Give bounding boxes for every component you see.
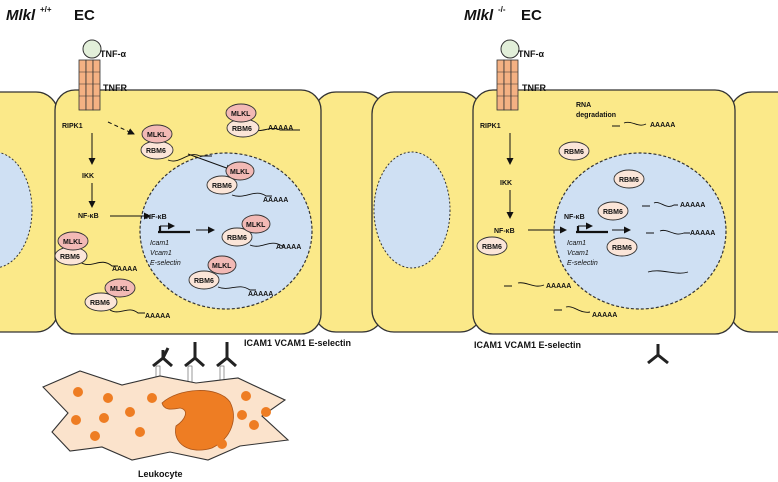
right-rna-cytoplasm-2-tail: AAAAA	[592, 312, 617, 319]
right-rbm6-nucleus-2	[597, 201, 629, 221]
left-complex-upper-mid: RBM6 MLKL	[140, 124, 212, 162]
left-panel: Mlkl +/+ EC TNF-α TNFR RIPK1 IKK NF-κB	[0, 5, 385, 479]
svg-text:AAAAA: AAAAA	[112, 266, 137, 273]
right-rna-cytoplasm-1-tail: AAAAA	[546, 283, 571, 290]
rna-degradation-label-line2: degradation	[576, 112, 616, 119]
right-gene-vcam1: Vcam1	[567, 250, 589, 257]
svg-text:AAAAA: AAAAA	[276, 244, 301, 251]
svg-text:RBM6: RBM6	[90, 300, 110, 307]
leukocyte-nucleus	[161, 390, 234, 451]
left-cell-type: EC	[74, 7, 95, 24]
right-genotype: -/-	[498, 5, 506, 14]
right-tnfr-receptor	[496, 59, 519, 111]
svg-text:RBM6: RBM6	[146, 148, 166, 155]
svg-text:MLKL: MLKL	[147, 132, 167, 139]
left-neighbor-nucleus	[0, 152, 33, 268]
degraded-rna-top-tail: AAAAA	[650, 122, 675, 129]
leukocyte-granules	[71, 387, 271, 449]
left-complex-nucleus-3: AAAAA RBM6 MLKL	[188, 255, 273, 298]
right-gene-promoter	[576, 226, 608, 234]
left-adhesion-label: ICAM1 VCAM1 E-selectin	[244, 338, 351, 348]
svg-text:RBM6: RBM6	[212, 183, 232, 190]
svg-text:MLKL: MLKL	[231, 111, 251, 118]
svg-text:RBM6: RBM6	[194, 278, 214, 285]
right-nuclear-nfkb-label: NF-κB	[564, 214, 585, 221]
right-rna-nucleus-1	[642, 201, 678, 207]
right-rna-cytoplasm-2	[554, 306, 591, 313]
right-rbm6-nucleus-3-label: RBM6	[612, 245, 632, 252]
right-rbm6-cytoplasm-left-label: RBM6	[482, 244, 502, 251]
left-gene-vcam1: Vcam1	[150, 250, 172, 257]
leukocyte-cell	[42, 370, 290, 461]
right-rna-nucleus-2	[646, 229, 690, 235]
right-rbm6-nucleus-1	[613, 169, 645, 189]
right-rna-nucleus-2-tail: AAAAA	[690, 230, 715, 237]
svg-text:RBM6: RBM6	[227, 235, 247, 242]
right-ripk1-label: RIPK1	[480, 123, 501, 130]
left-genotype: +/+	[40, 5, 52, 14]
left-complex-top: AAAAA RBM6 MLKL	[225, 103, 300, 138]
right-right-neighbor-cell	[729, 91, 778, 333]
right-nucleus	[553, 152, 727, 310]
right-nfkb-label: NF-κB	[494, 228, 515, 235]
right-rbm6-cytoplasm-top-label: RBM6	[564, 149, 584, 156]
right-rbm6-cytoplasm-left	[476, 236, 508, 256]
svg-text:MLKL: MLKL	[230, 169, 250, 176]
left-ikk-label: IKK	[82, 173, 94, 180]
svg-text:AAAAA: AAAAA	[145, 313, 170, 320]
left-complex-lower-2: AAAAA RBM6 MLKL	[84, 278, 170, 320]
right-rbm6-nucleus-3	[606, 237, 638, 257]
left-ripk1-label: RIPK1	[62, 123, 83, 130]
right-tnf-label: TNF-α	[518, 49, 544, 59]
svg-text:RBM6: RBM6	[60, 254, 80, 261]
left-tnf-label: TNF-α	[100, 49, 126, 59]
right-rna-nucleus-3	[647, 270, 689, 274]
right-tnfr-label: TNFR	[522, 83, 546, 93]
svg-text:MLKL: MLKL	[110, 286, 130, 293]
right-tnf-ligand	[500, 39, 520, 59]
left-gene-icam1: Icam1	[150, 240, 169, 247]
left-tnfr-receptor	[78, 59, 101, 111]
left-gene-eselectin: E-selectin	[150, 260, 181, 267]
right-rna-nucleus-1-tail: AAAAA	[680, 202, 705, 209]
rna-degradation-label-line1: RNA	[576, 102, 591, 109]
svg-text:RBM6: RBM6	[232, 126, 252, 133]
left-nfkb-label: NF-κB	[78, 213, 99, 220]
right-rbm6-nucleus-2-label: RBM6	[603, 209, 623, 216]
leukocyte-label: Leukocyte	[138, 469, 183, 479]
left-complex-nucleus-2: AAAAA RBM6 MLKL	[221, 214, 301, 251]
right-gene-icam1: Icam1	[567, 240, 586, 247]
left-arrow-mlkl-nucleus	[187, 153, 233, 172]
right-gene-title: Mlkl	[464, 7, 494, 24]
svg-text:AAAAA: AAAAA	[268, 125, 293, 132]
svg-text:AAAAA: AAAAA	[263, 197, 288, 204]
left-tnf-ligand	[82, 39, 102, 59]
svg-text:MLKL: MLKL	[212, 263, 232, 270]
right-gene-eselectin: E-selectin	[567, 260, 598, 267]
right-neighbor-nucleus	[373, 151, 451, 269]
svg-text:AAAAA: AAAAA	[248, 291, 273, 298]
svg-text:MLKL: MLKL	[246, 222, 266, 229]
right-rbm6-cytoplasm-top	[558, 141, 590, 161]
left-complex-nucleus-1: AAAAA RBM6 MLKL	[206, 161, 288, 204]
right-rna-cytoplasm-1	[504, 282, 545, 287]
left-complex-lower-1: AAAAA RBM6 MLKL	[54, 231, 137, 273]
degraded-rna-top	[612, 121, 647, 127]
right-panel: Mlkl -/- EC TNF-α TNFR RIPK1 IKK NF-κB R…	[371, 5, 778, 365]
right-ikk-label: IKK	[500, 180, 512, 187]
left-nuclear-nfkb-label: NF-κB	[146, 214, 167, 221]
left-tnfr-label: TNFR	[103, 83, 127, 93]
svg-text:MLKL: MLKL	[63, 239, 83, 246]
left-gene-title: Mlkl	[6, 7, 36, 24]
left-gene-promoter	[158, 226, 190, 234]
right-rbm6-nucleus-1-label: RBM6	[619, 177, 639, 184]
right-cell-type: EC	[521, 7, 542, 24]
left-dashed-arrow-mlkl	[107, 121, 135, 135]
right-adhesion-molecule	[647, 344, 669, 365]
right-adhesion-label: ICAM1 VCAM1 E-selectin	[474, 340, 581, 350]
